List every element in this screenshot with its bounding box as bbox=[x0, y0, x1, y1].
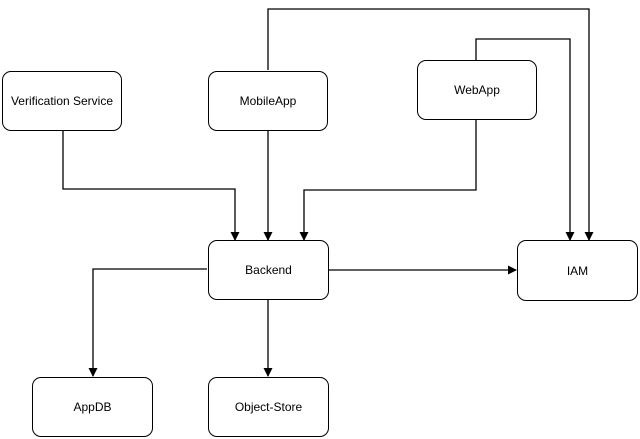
webapp-label: WebApp bbox=[454, 83, 500, 97]
object-store-node[interactable]: Object-Store bbox=[208, 377, 329, 437]
mobileapp-label: MobileApp bbox=[239, 94, 297, 108]
iam-node[interactable]: IAM bbox=[517, 240, 638, 301]
mobileapp-node[interactable]: MobileApp bbox=[208, 71, 328, 131]
webapp-node[interactable]: WebApp bbox=[417, 60, 537, 120]
appdb-label: AppDB bbox=[73, 400, 112, 414]
iam-label: IAM bbox=[566, 263, 589, 278]
object-store-label: Object-Store bbox=[234, 400, 303, 414]
verification-service-node[interactable]: Verification Service bbox=[2, 71, 122, 131]
edge-backend-to-appdb bbox=[88, 268, 207, 377]
appdb-node[interactable]: AppDB bbox=[32, 377, 153, 437]
edge-mobileapp-to-iam bbox=[267, 8, 594, 241]
backend-label: Backend bbox=[245, 263, 292, 277]
backend-node[interactable]: Backend bbox=[208, 240, 329, 300]
edge-webapp-to-backend bbox=[299, 120, 477, 241]
edge-verification-service-to-backend bbox=[62, 131, 240, 241]
edge-webapp-to-iam bbox=[475, 38, 575, 241]
verification-service-label: Verification Service bbox=[10, 94, 114, 108]
